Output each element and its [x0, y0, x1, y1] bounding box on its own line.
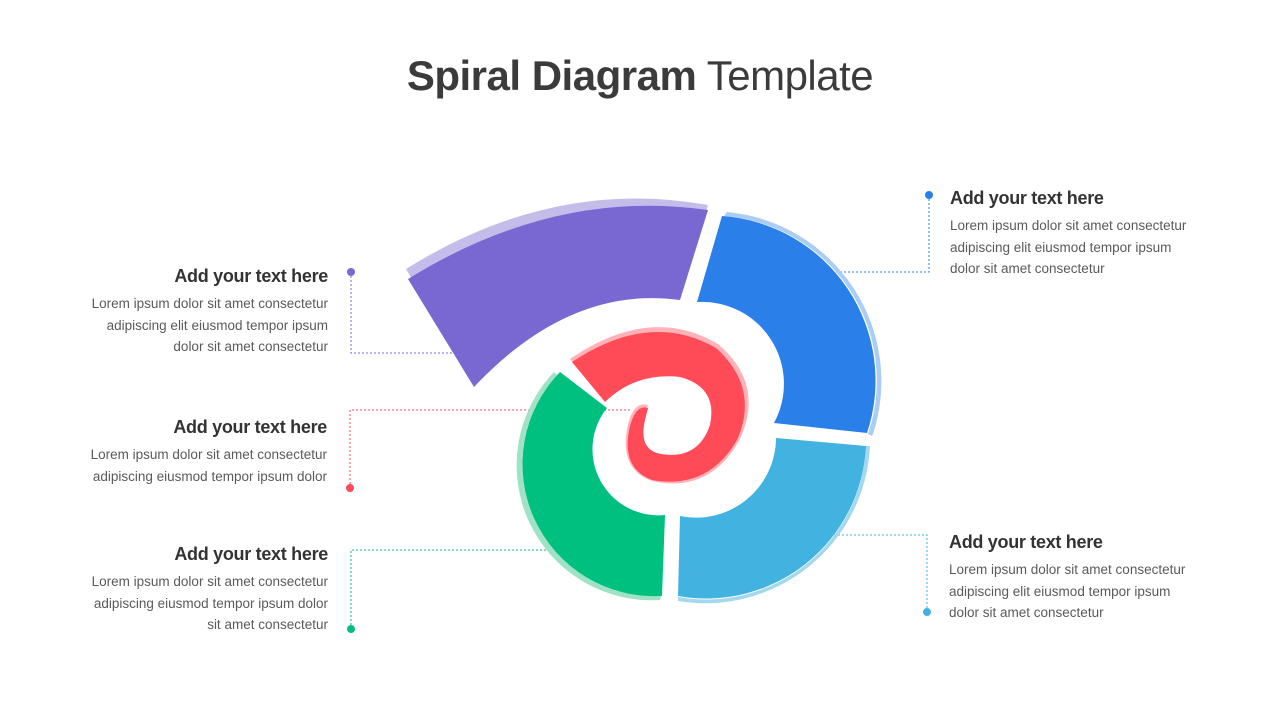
connector-dots [346, 191, 933, 633]
block-heading: Add your text here [174, 544, 328, 564]
text-block-red: Add your text here Lorem ipsum dolor sit… [57, 417, 328, 487]
block-body: Lorem ipsum dolor sit amet consectetur a… [91, 574, 328, 632]
title-bold: Spiral Diagram [406, 52, 697, 99]
connector-blue [818, 195, 930, 273]
block-body: Lorem ipsum dolor sit amet consectetur a… [90, 447, 327, 484]
text-block-light-blue: Add your text here Lorem ipsum dolor sit… [949, 532, 1219, 624]
dot-light-blue [923, 608, 931, 616]
dot-purple [347, 268, 355, 276]
dot-green [347, 625, 355, 633]
block-heading: Add your text here [174, 266, 328, 286]
text-block-purple: Add your text here Lorem ipsum dolor sit… [58, 266, 329, 358]
segment-blue [697, 212, 882, 436]
block-body: Lorem ipsum dolor sit amet consectetur a… [91, 296, 328, 354]
connector-light-blue [830, 534, 928, 612]
block-heading: Add your text here [173, 417, 327, 437]
block-body: Lorem ipsum dolor sit amet consectetur a… [950, 218, 1187, 276]
text-block-blue: Add your text here Lorem ipsum dolor sit… [950, 188, 1220, 280]
page-title: Spiral Diagram Template [0, 52, 1280, 100]
segment-green [516, 372, 665, 601]
dot-blue [925, 191, 933, 199]
segment-light-blue [678, 438, 870, 604]
title-light: Template [706, 52, 874, 99]
connector-green [350, 549, 560, 629]
segment-purple [406, 198, 708, 387]
connector-purple [350, 272, 455, 354]
segment-red [570, 327, 749, 484]
dot-red [346, 484, 354, 492]
block-body: Lorem ipsum dolor sit amet consectetur a… [949, 562, 1186, 620]
block-heading: Add your text here [950, 188, 1104, 208]
block-heading: Add your text here [949, 532, 1103, 552]
text-block-green: Add your text here Lorem ipsum dolor sit… [58, 544, 329, 636]
